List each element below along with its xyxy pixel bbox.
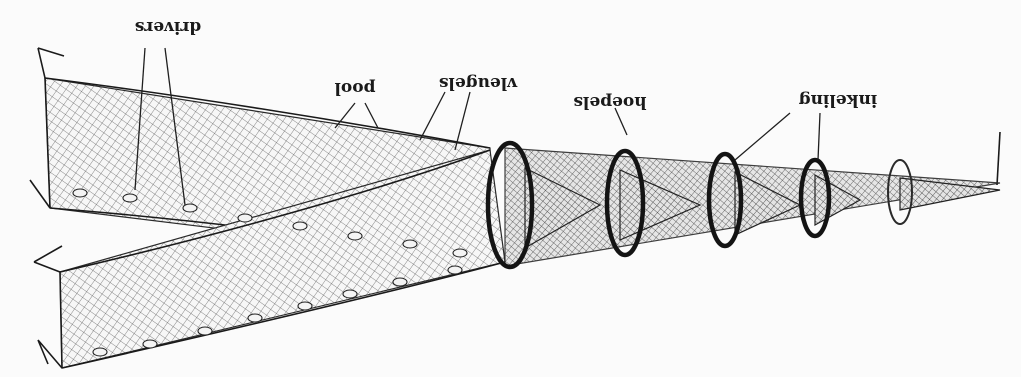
label-hoepels: hoepels	[573, 92, 646, 112]
label-vleugels: vleugels	[439, 73, 518, 93]
label-pool: pool	[334, 78, 376, 98]
labels: drivers pool vleugels hoepels inkeling	[135, 17, 878, 112]
label-inkeling: inkeling	[799, 90, 878, 110]
net-body	[505, 148, 1000, 266]
label-drivers: drivers	[135, 17, 202, 37]
